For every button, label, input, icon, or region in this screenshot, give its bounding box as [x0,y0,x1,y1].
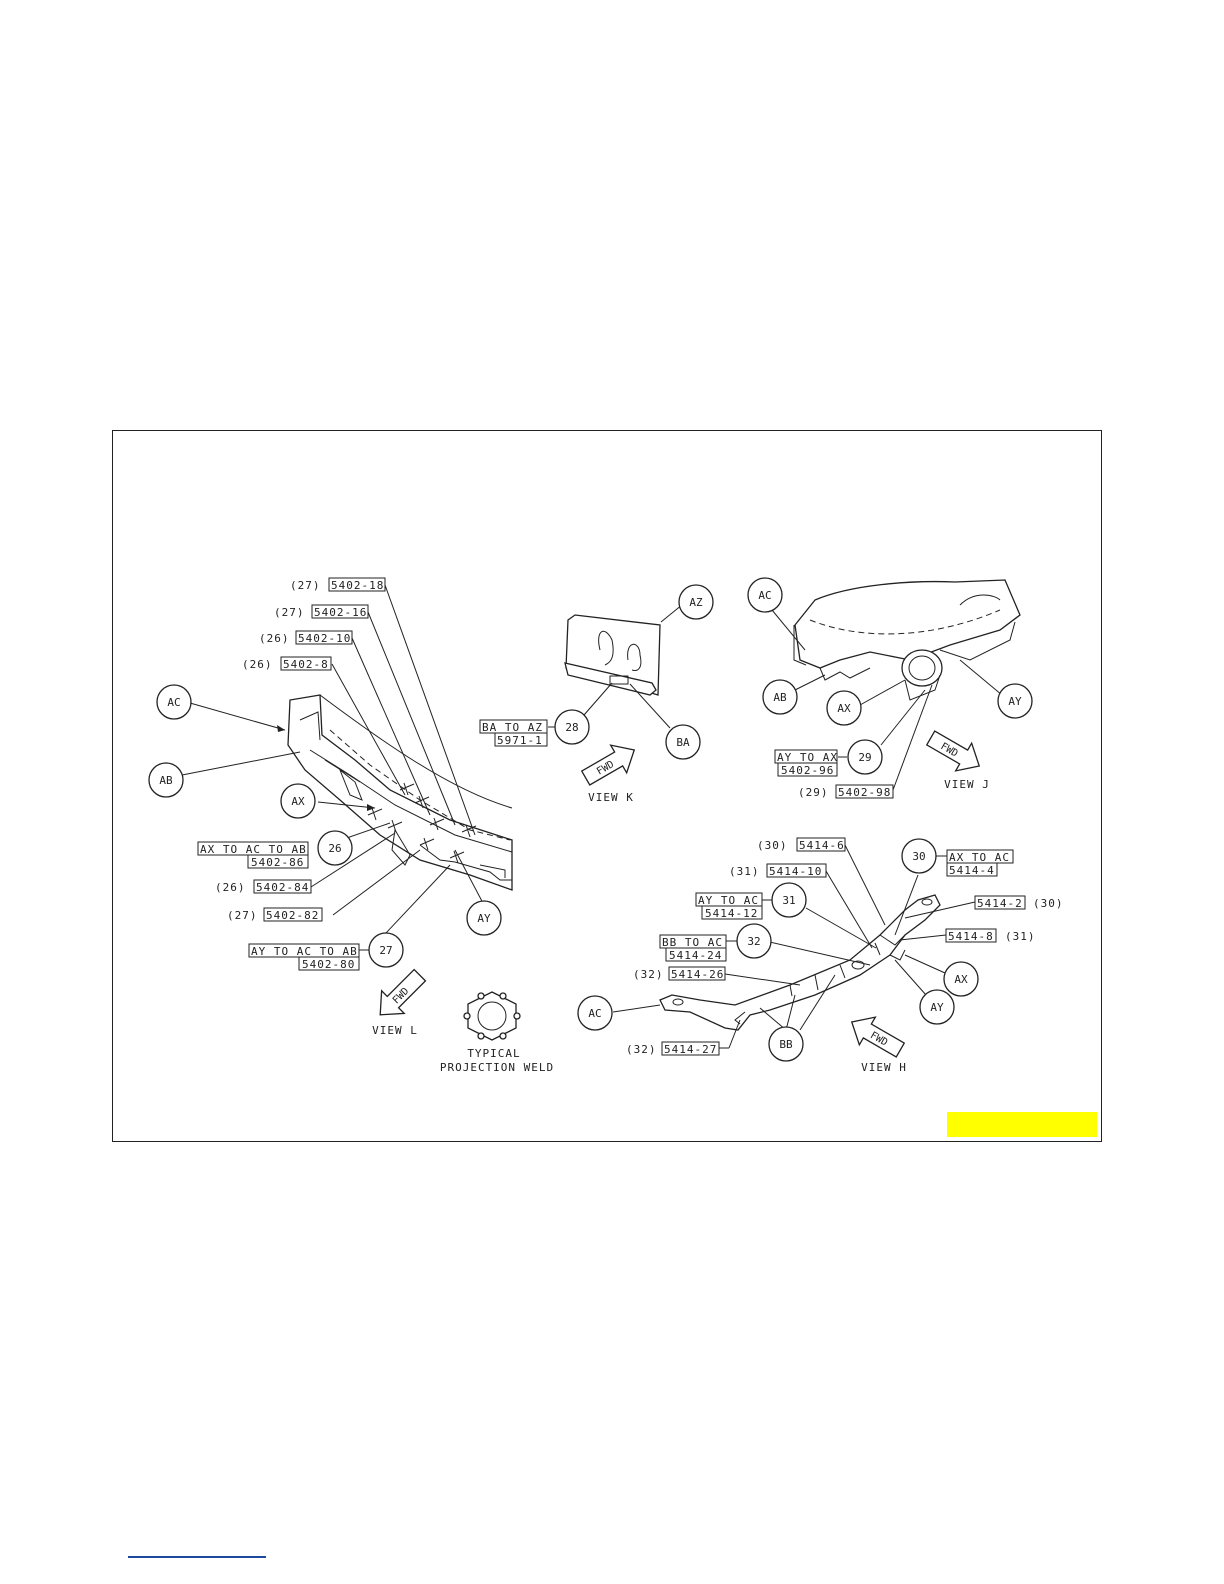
view-l-balloon-ac: AC [167,696,180,709]
view-l-w6-code: 5402-82 [266,909,319,922]
view-h-a-num: (30) [757,839,788,852]
view-l-g27-code: 5402-80 [302,958,355,971]
view-j-g29-title: AY TO AX [777,751,838,764]
view-l-rail-part [287,694,513,891]
view-l-g26-title: AX TO AC TO AB [200,843,307,856]
drawing-frame [112,430,1102,1142]
view-h-b-code: 5414-10 [769,865,822,878]
view-h-d-code: 5414-8 [948,930,994,943]
view-l-w3-num: (26) [259,632,290,645]
view-h-c-code: 5414-2 [977,897,1023,910]
view-j-balloon-29: 29 [858,751,871,764]
view-h-g31-code: 5414-12 [705,907,758,920]
view-l-fwd-arrow-icon: FWD [379,968,427,1016]
view-l-balloon-ay: AY [477,912,491,925]
typical-line2: PROJECTION WELD [440,1061,554,1074]
typical-line1: TYPICAL [467,1047,520,1060]
view-l-title: VIEW L [372,1024,418,1037]
projection-weld-nut-icon [463,991,521,1041]
view-h-crossmember-part [659,894,941,1031]
view-h-title: VIEW H [861,1061,907,1074]
view-k-balloon-28: 28 [565,721,578,734]
view-l-w4-code: 5402-8 [283,658,329,671]
view-h-balloon-ay: AY [930,1001,944,1014]
view-j-balloon-ac: AC [758,589,771,602]
view-h-balloon-bb: BB [779,1038,793,1051]
footer-link-underline[interactable] [128,1556,266,1558]
view-h-g32-title: BB TO AC [662,936,723,949]
highlight-box [947,1112,1097,1137]
view-h-e-num: (32) [633,968,664,981]
view-l-g26-code: 5402-86 [251,856,304,869]
view-j-w-num: (29) [798,786,829,799]
view-j-balloon-ab: AB [773,691,787,704]
view-h-f-num: (32) [626,1043,657,1056]
view-h-f-code: 5414-27 [664,1043,717,1056]
view-h-balloon-32: 32 [747,935,760,948]
view-j-balloon-ax: AX [837,702,851,715]
view-k-balloon-az: AZ [689,596,703,609]
view-k-title: VIEW K [588,791,634,804]
view-k-fwd-arrow-icon: FWD [580,744,636,786]
view-j-w-code: 5402-98 [838,786,891,799]
view-l-w2-num: (27) [274,606,305,619]
view-h-g30-code: 5414-4 [949,864,995,877]
view-h-g32-code: 5414-24 [669,949,722,962]
view-j: AC AB AX AY 29 AY TO AX 5402-96 (29) 540… [747,577,1033,799]
view-h-fwd-arrow-icon: FWD [850,1016,906,1058]
view-l-balloon-26: 26 [328,842,341,855]
view-j-title: VIEW J [944,778,990,791]
view-j-fwd-arrow-icon: FWD [925,730,981,772]
view-h-e-code: 5414-26 [671,968,724,981]
view-k: AZ BA 28 BA TO AZ 5971-1 FWD VIEW K [479,584,714,804]
view-h-g30-title: AX TO AC [949,851,1010,864]
view-l-w3-code: 5402-10 [298,632,351,645]
view-l-w1-num: (27) [290,579,321,592]
view-h-balloon-ac: AC [588,1007,601,1020]
view-k-g28-title: BA TO AZ [482,721,543,734]
view-k-balloon-ba: BA [676,736,690,749]
view-h-g31-title: AY TO AC [698,894,759,907]
view-l-w2-code: 5402-16 [314,606,367,619]
view-l-w5-num: (26) [215,881,246,894]
view-l-balloon-ax: AX [291,795,305,808]
view-l-w1-code: 5402-18 [331,579,384,592]
view-l-w5-code: 5402-84 [256,881,309,894]
view-h-balloon-ax: AX [954,973,968,986]
view-h-a-code: 5414-6 [799,839,845,852]
view-h-c-num: (30) [1033,897,1064,910]
view-l-g27-title: AY TO AC TO AB [251,945,358,958]
view-l-balloon-27: 27 [379,944,392,957]
view-h: (30) 5414-6 (31) 5414-10 30 AX TO AC 541… [577,837,1064,1074]
view-k-g28-code: 5971-1 [497,734,543,747]
view-h-b-num: (31) [729,865,760,878]
view-l-w4-num: (26) [242,658,273,671]
view-h-balloon-30: 30 [912,850,925,863]
view-h-d-num: (31) [1005,930,1036,943]
view-j-g29-code: 5402-96 [781,764,834,777]
view-j-balloon-ay: AY [1008,695,1022,708]
view-h-balloon-31: 31 [782,894,795,907]
view-l-w6-num: (27) [227,909,258,922]
view-l: (27) 5402-18 (27) 5402-16 (26) 5402-10 (… [148,577,554,1074]
view-l-balloon-ab: AB [159,774,173,787]
